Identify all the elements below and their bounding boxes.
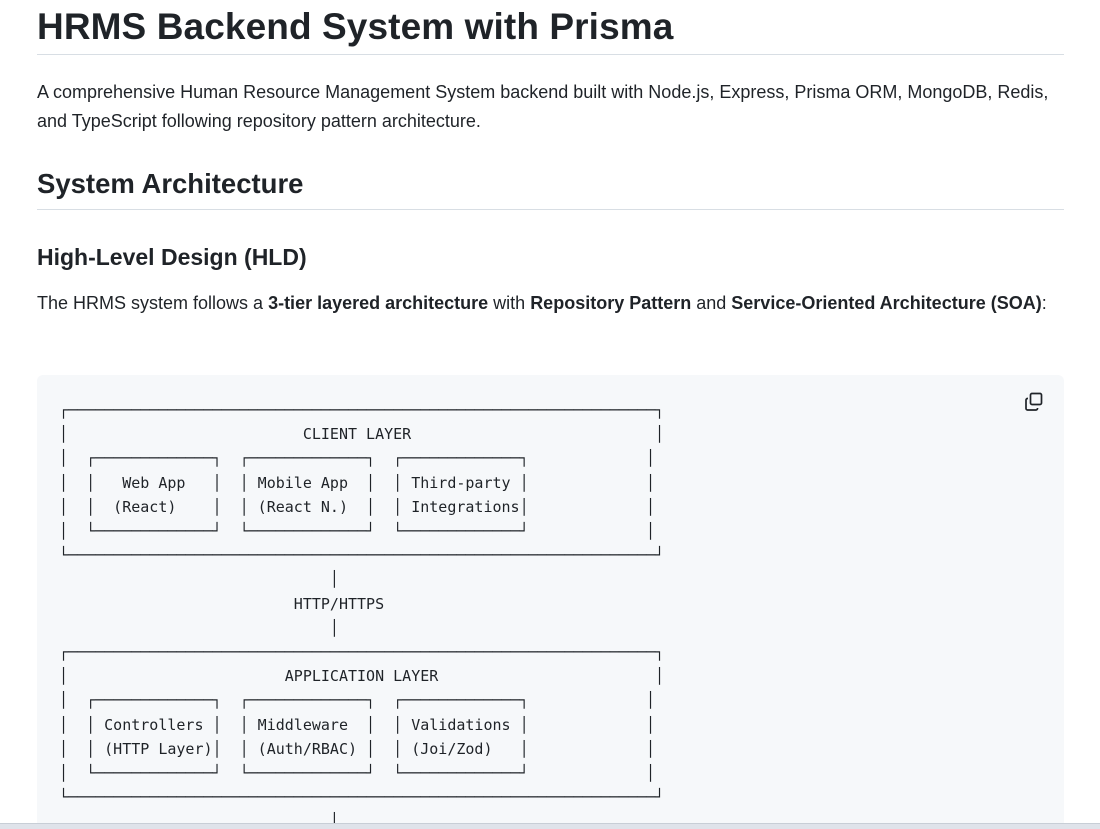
- copy-button[interactable]: [1022, 390, 1046, 414]
- subsection-heading: High-Level Design (HLD): [37, 244, 307, 270]
- lead-bold-text: 3-tier layered architecture: [268, 293, 489, 313]
- readme-content: HRMS Backend System with Prisma A compre…: [37, 0, 1064, 829]
- lead-bold-text: Service-Oriented Architecture (SOA): [731, 293, 1042, 313]
- lead-text: :: [1041, 293, 1047, 313]
- intro-paragraph: A comprehensive Human Resource Managemen…: [37, 82, 1049, 131]
- horizontal-scrollbar[interactable]: [0, 823, 1100, 829]
- lead-text: with: [488, 293, 531, 313]
- section-heading: System Architecture: [37, 167, 1064, 210]
- copy-icon: [1025, 392, 1043, 411]
- code-block: ┌───────────────────────────────────────…: [37, 375, 1064, 829]
- lead-text: The HRMS system follows a: [37, 293, 269, 313]
- lead-text: and: [691, 293, 732, 313]
- page-title: HRMS Backend System with Prisma: [37, 0, 1064, 55]
- lead-paragraph: The HRMS system follows a 3-tier layered…: [37, 289, 1064, 318]
- lead-bold-text: Repository Pattern: [530, 293, 692, 313]
- architecture-diagram: ┌───────────────────────────────────────…: [59, 401, 665, 829]
